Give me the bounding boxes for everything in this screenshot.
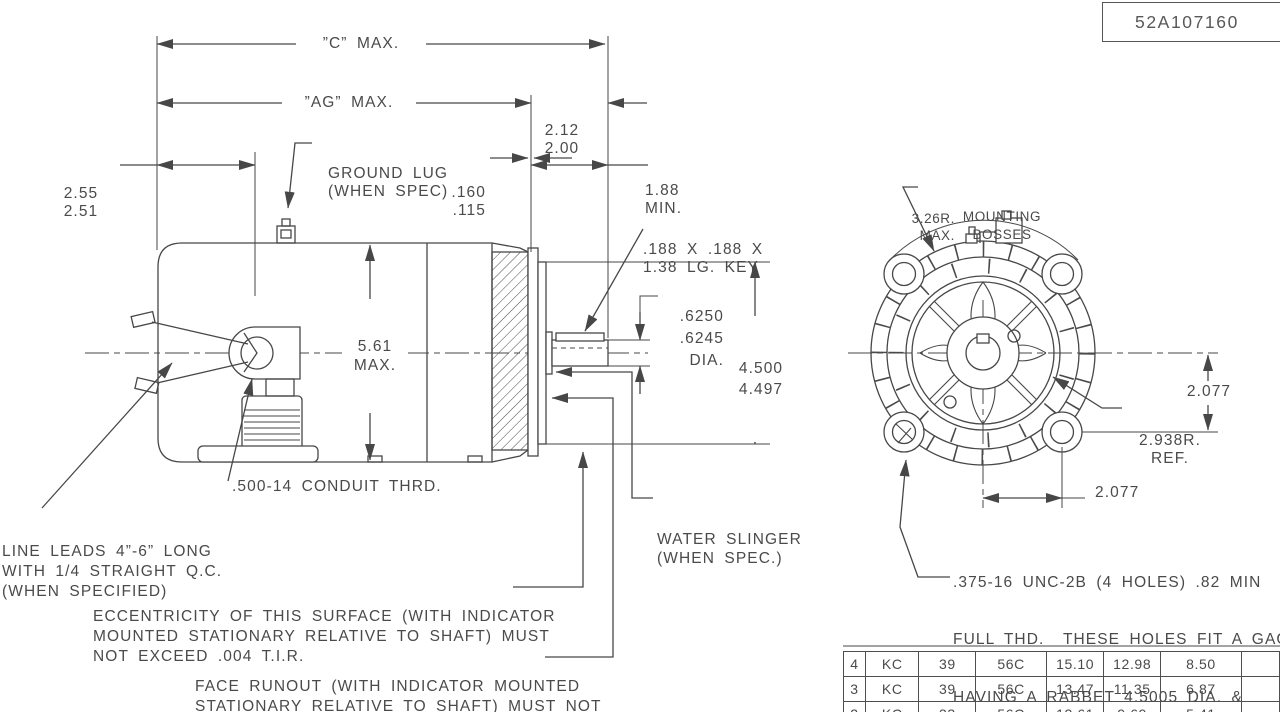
fin-band bbox=[491, 242, 553, 463]
conduit-box bbox=[130, 310, 319, 463]
table-cell: 9.69 bbox=[1103, 701, 1161, 712]
line-leads-wires bbox=[151, 321, 249, 384]
ref-radius-leader bbox=[1052, 376, 1122, 409]
conduit-leader bbox=[227, 378, 254, 482]
table-cell: 56C bbox=[975, 701, 1047, 712]
table-cell: 3 bbox=[843, 676, 866, 702]
table-cell: 12.98 bbox=[1103, 651, 1161, 677]
ground-lug-leader bbox=[284, 142, 312, 209]
motor-body bbox=[157, 242, 493, 463]
table-cell: 2 bbox=[843, 701, 866, 712]
eccentricity-note: ECCENTRICITY OF THIS SURFACE (WITH INDIC… bbox=[93, 608, 556, 665]
table-cell: 4 bbox=[843, 651, 866, 677]
lead-connector bbox=[130, 310, 156, 329]
offset-h-label: 2.077 bbox=[1095, 484, 1140, 501]
radius-326-leader bbox=[901, 186, 935, 252]
ground-lug-label: GROUND LUG(WHEN SPEC) bbox=[328, 165, 449, 200]
title-block: 52A107160 bbox=[1102, 2, 1280, 42]
table-row: 3 KC 39 56C 13.47 11.35 6.87 bbox=[843, 676, 1280, 702]
table-cell: 39 bbox=[918, 651, 977, 677]
table-cell: 15.10 bbox=[1045, 651, 1105, 677]
key-leader bbox=[584, 228, 644, 332]
hole-note-leader bbox=[899, 459, 950, 578]
dim-ag-max-label: ”AG” MAX. bbox=[282, 93, 416, 112]
conduit-thread-label: .500-14 CONDUIT THRD. bbox=[232, 478, 442, 495]
table-cell: KC bbox=[864, 676, 920, 702]
ground-lug bbox=[276, 218, 296, 244]
table-cell: 5.41 bbox=[1159, 701, 1242, 712]
part-number: 52A107160 bbox=[1135, 11, 1239, 32]
shaft-key bbox=[555, 332, 605, 342]
radius-326-label: 3.26R.MAX. bbox=[911, 211, 955, 243]
table-row: 4 KC 39 56C 15.10 12.98 8.50 bbox=[843, 651, 1280, 677]
water-slinger-disc bbox=[545, 331, 553, 375]
water-slinger-label: WATER SLINGER(WHEN SPEC.) bbox=[657, 531, 802, 567]
shaft bbox=[551, 332, 609, 367]
ref-radius-label: 2.938R.REF. bbox=[1139, 432, 1201, 467]
table-cell: 33 bbox=[918, 701, 977, 712]
table-cell bbox=[1240, 651, 1280, 677]
table-cell bbox=[1240, 676, 1280, 702]
line-leads-leader bbox=[41, 362, 173, 509]
table-cell: 13.47 bbox=[1045, 676, 1105, 702]
face-runout-leader bbox=[545, 392, 614, 658]
hub bbox=[943, 316, 1021, 409]
front-view bbox=[848, 186, 1218, 578]
table-cell: KC bbox=[864, 701, 920, 712]
front-dimensions bbox=[887, 186, 1218, 578]
offset-v-label: 2.077 bbox=[1176, 382, 1242, 401]
dim-c-max-label: ”C” MAX. bbox=[296, 34, 426, 53]
table-cell: 56C bbox=[975, 676, 1047, 702]
dim-160-115-label: .160.115 bbox=[451, 184, 486, 219]
table-cell: 56C bbox=[975, 651, 1047, 677]
table-cell: 39 bbox=[918, 676, 977, 702]
mounting-foot bbox=[197, 445, 319, 463]
grille-spokes bbox=[928, 300, 1038, 406]
extension-lines bbox=[156, 36, 609, 338]
eccentricity-leader bbox=[513, 451, 589, 588]
table-cell: KC bbox=[864, 651, 920, 677]
table-row: 2 KC 33 56C 12.61 9.69 5.41 bbox=[843, 701, 1280, 712]
leader-lines bbox=[41, 142, 653, 658]
table-cell: 8.50 bbox=[1159, 651, 1242, 677]
table-cell: 11.35 bbox=[1103, 676, 1161, 702]
water-slinger-leader bbox=[555, 366, 653, 499]
keyway bbox=[976, 333, 990, 344]
dimension-table: 4 KC 39 56C 15.10 12.98 8.50 3 KC 39 56C… bbox=[843, 651, 1280, 712]
lead-connector bbox=[134, 376, 160, 395]
table-cell bbox=[1240, 701, 1280, 712]
side-view bbox=[41, 36, 770, 658]
table-cell: 12.61 bbox=[1045, 701, 1105, 712]
table-cell: 6.87 bbox=[1159, 676, 1242, 702]
